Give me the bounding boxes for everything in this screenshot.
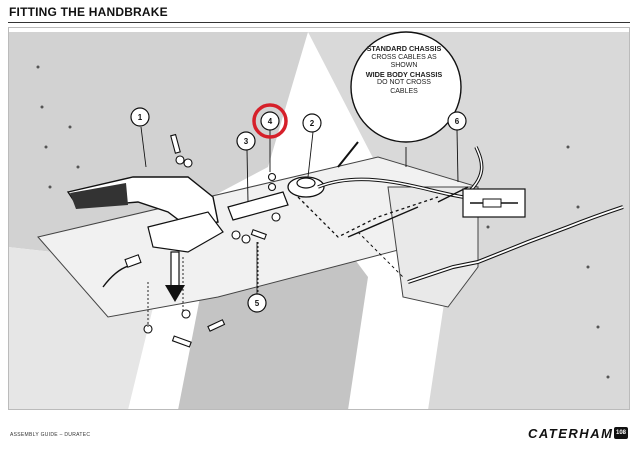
cable-pulley-icon xyxy=(287,141,359,198)
callout-5-label: 5 xyxy=(255,299,260,308)
footer-guide-label: ASSEMBLY GUIDE – DURATEC xyxy=(10,432,91,438)
callout-6-label: 6 xyxy=(455,117,460,126)
figure-frame xyxy=(8,27,630,410)
callout-1: 1 xyxy=(130,107,150,127)
inset-detail xyxy=(462,188,526,218)
callout-4-highlighted: 4 xyxy=(252,103,288,139)
chassis-bracket xyxy=(387,186,479,308)
brand-logo: CATERHAM xyxy=(528,426,614,441)
page-title: FITTING THE HANDBRAKE xyxy=(9,5,168,19)
rivet-dots xyxy=(36,65,610,379)
page-number: 108 xyxy=(614,427,628,439)
callout-2-label: 2 xyxy=(310,119,315,128)
link-arm-icon xyxy=(227,172,289,222)
sensor-plug-icon xyxy=(102,254,142,288)
note-wide-heading: WIDE BODY CHASSIS xyxy=(365,69,443,79)
note-standard-heading: STANDARD CHASSIS xyxy=(366,44,442,53)
note-wide-line-2: CABLES xyxy=(390,87,418,95)
down-arrow-icon xyxy=(165,251,185,302)
callout-1-label: 1 xyxy=(138,113,143,122)
callout-3-label: 3 xyxy=(244,137,249,146)
callout-6: 6 xyxy=(447,111,467,131)
note-wide-line-1: DO NOT CROSS xyxy=(377,79,431,86)
note-bubble xyxy=(350,31,462,143)
note-standard-line-2: SHOWN xyxy=(390,62,418,69)
assembly-illustration: 1 2 3 4 5 6 xyxy=(8,27,630,410)
chassis-note: STANDARD CHASSIS CROSS CABLES AS SHOWN W… xyxy=(350,44,458,96)
note-standard-line-1: CROSS CABLES AS xyxy=(371,53,437,61)
guide-lines xyxy=(147,242,259,327)
cable-icon xyxy=(297,146,624,284)
title-rule xyxy=(8,22,630,23)
callout-3: 3 xyxy=(236,131,256,151)
callout-2: 2 xyxy=(302,113,322,133)
pivot-bolt-icon xyxy=(143,133,267,348)
assembly-figure: 1 2 3 4 5 6 xyxy=(8,27,630,410)
handbrake-lever-icon xyxy=(66,176,224,253)
callout-5: 5 xyxy=(247,293,267,313)
callout-4-label: 4 xyxy=(268,117,273,126)
